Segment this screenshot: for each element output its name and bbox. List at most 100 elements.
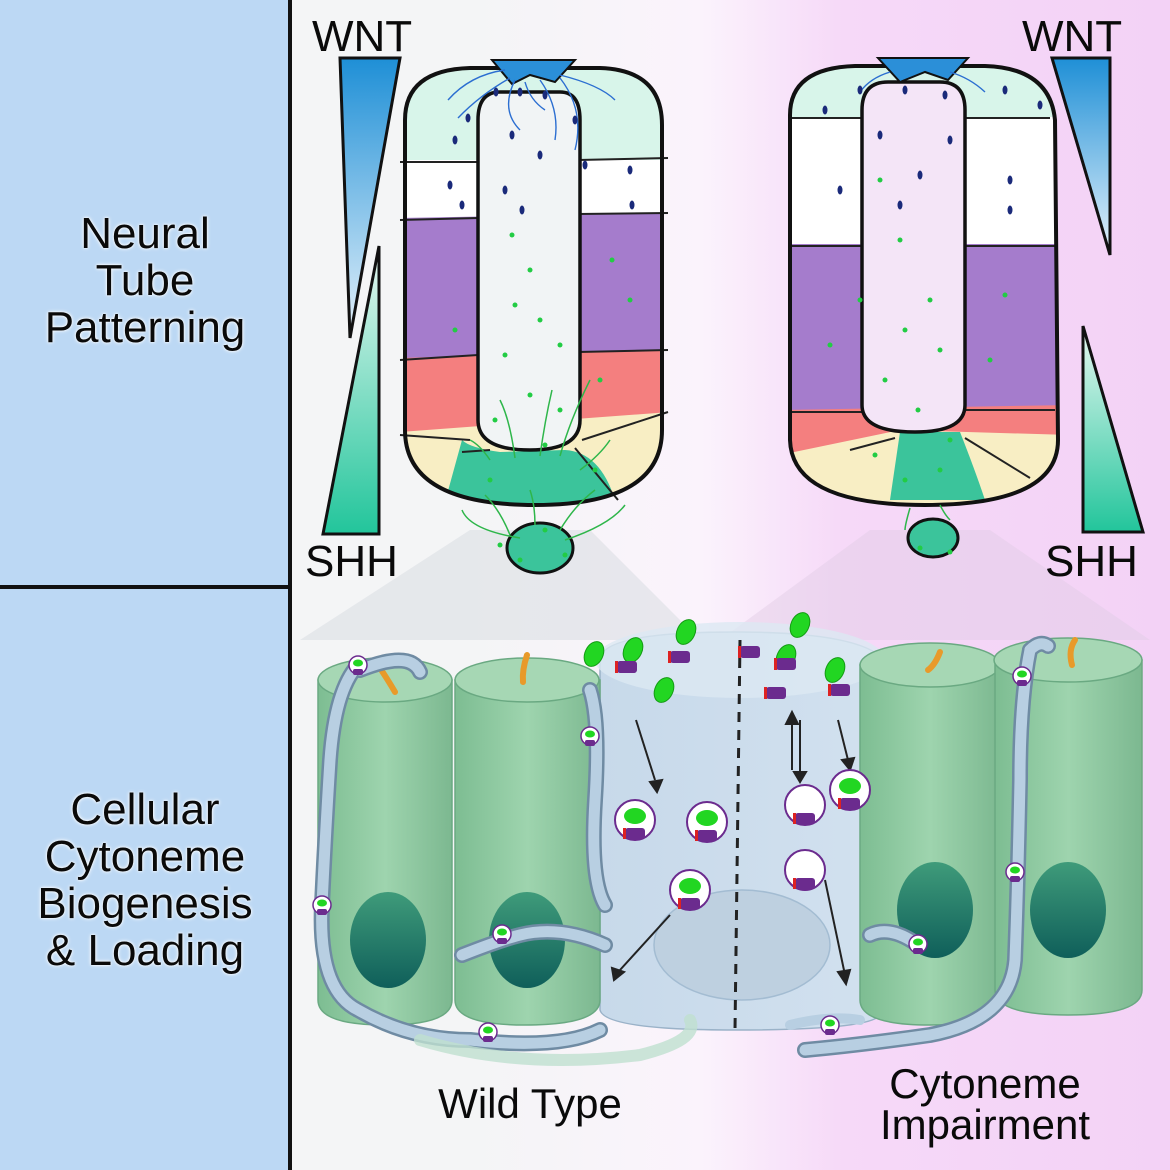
shh-ligand-dot	[872, 452, 878, 458]
zoom-cone-right	[720, 530, 1150, 640]
wnt-gradient-wedge-left	[338, 56, 402, 339]
wnt-ligand-dot	[902, 85, 908, 95]
shh-ligand-dot	[512, 302, 518, 308]
wnt-ligand-dot	[517, 87, 523, 97]
wnt-ligand-dot	[627, 165, 633, 175]
wnt-label-left: WNT	[312, 12, 413, 61]
wnt-ligand-dot	[502, 185, 508, 195]
notochord-left	[505, 521, 575, 575]
ligand-icon	[824, 657, 846, 683]
cytoneme-vesicle-icon	[1005, 862, 1025, 882]
wnt-ligand-dot	[452, 135, 458, 145]
center-nucleus	[653, 889, 831, 1001]
cytoneme-vesicle-icon	[348, 655, 368, 675]
shh-ligand-dot	[597, 377, 603, 383]
wnt-ligand-dot	[542, 90, 548, 100]
shh-ligand-dot	[527, 392, 533, 398]
vesicle-icon	[614, 799, 656, 841]
cytoneme-vesicle-icon	[492, 924, 512, 944]
wnt-ligand-dot	[537, 150, 543, 160]
shh-ligand-dot	[527, 267, 533, 273]
wnt-ligand-dot	[1002, 85, 1008, 95]
wnt-label-right: WNT	[1022, 12, 1123, 61]
zoom-cone-left	[300, 530, 700, 640]
shh-ligand-dot	[487, 477, 493, 483]
shh-ligand-dot	[502, 352, 508, 358]
receptor-icon	[668, 651, 690, 663]
shh-ligand-dot	[827, 342, 833, 348]
shh-ligand-dot	[627, 297, 633, 303]
cytoneme-vesicle-icon	[312, 895, 332, 915]
shh-ligand-dot	[902, 477, 908, 483]
wnt-ligand-dot	[837, 185, 843, 195]
wnt-ligand-dot	[857, 85, 863, 95]
shh-ligand-dot	[947, 437, 953, 443]
wnt-ligand-dot	[582, 160, 588, 170]
shh-ligand-dot	[937, 467, 943, 473]
wnt-ligand-dot	[459, 200, 465, 210]
wnt-gradient-wedge-right	[1049, 56, 1112, 256]
shh-ligand-dot	[592, 467, 598, 473]
wnt-ligand-dot	[509, 130, 515, 140]
shh-ligand-dot	[882, 377, 888, 383]
ligand-icon	[675, 619, 697, 645]
shh-ligand-dot	[937, 347, 943, 353]
cellular-scene	[313, 622, 1143, 1066]
wnt-ligand-dot	[877, 130, 883, 140]
wnt-ligand-dot	[942, 90, 948, 100]
shh-ligand-dot	[557, 342, 563, 348]
ligand-dots	[447, 85, 1043, 563]
vesicle-icon	[784, 849, 826, 891]
shh-ligand-dot	[915, 407, 921, 413]
cytoneme-vesicle-icon	[580, 726, 600, 746]
vesicle-icon	[829, 769, 871, 811]
wnt-ligand-dot	[447, 180, 453, 190]
vesicle-icon	[669, 869, 711, 911]
shh-ligand-dot	[897, 237, 903, 243]
shh-label-left: SHH	[305, 537, 398, 586]
shh-ligand-dot	[987, 357, 993, 363]
wnt-ligand-dot	[897, 200, 903, 210]
shh-gradient-wedge-left	[321, 245, 381, 536]
wnt-ligand-dot	[917, 170, 923, 180]
ligand-icon	[583, 641, 605, 667]
shh-ligand-dot	[927, 297, 933, 303]
shh-ligand-dot	[917, 545, 923, 551]
ligand-icon	[789, 612, 811, 638]
epithelial-cell-left-2	[454, 657, 601, 1026]
receptor-icon	[764, 687, 786, 699]
wnt-ligand-dot	[519, 205, 525, 215]
shh-ligand-dot	[947, 549, 953, 555]
shh-ligand-dot	[877, 177, 883, 183]
condition-label-wild-type: Wild Type	[438, 1080, 622, 1127]
receptor-icon	[738, 646, 760, 658]
receptor-icon	[774, 658, 796, 670]
shh-ligand-dot	[857, 297, 863, 303]
wnt-ligand-dot	[629, 200, 635, 210]
receptor-icon	[615, 661, 637, 673]
vesicle-icon	[784, 784, 826, 826]
neural-tube-impairment	[788, 57, 1061, 559]
shh-ligand-dot	[557, 407, 563, 413]
shh-ligand-dot	[517, 557, 523, 563]
receptor-icon	[828, 684, 850, 696]
shh-ligand-dot	[492, 417, 498, 423]
cytoneme-vesicle-icon	[820, 1015, 840, 1035]
cytoneme-vesicle-icon	[908, 934, 928, 954]
wnt-ligand-dot	[822, 105, 828, 115]
ligand-icon	[653, 677, 675, 703]
neural-tube-wild-type	[399, 59, 669, 575]
vesicle-icon	[686, 801, 728, 843]
shh-ligand-dot	[902, 327, 908, 333]
wnt-ligand-dot	[947, 135, 953, 145]
shh-ligand-dot	[562, 552, 568, 558]
shh-ligand-dot	[497, 542, 503, 548]
wnt-ligand-dot	[1037, 100, 1043, 110]
wnt-ligand-dot	[493, 87, 499, 97]
comparison-divider	[733, 639, 742, 1031]
wnt-ligand-dot	[465, 113, 471, 123]
